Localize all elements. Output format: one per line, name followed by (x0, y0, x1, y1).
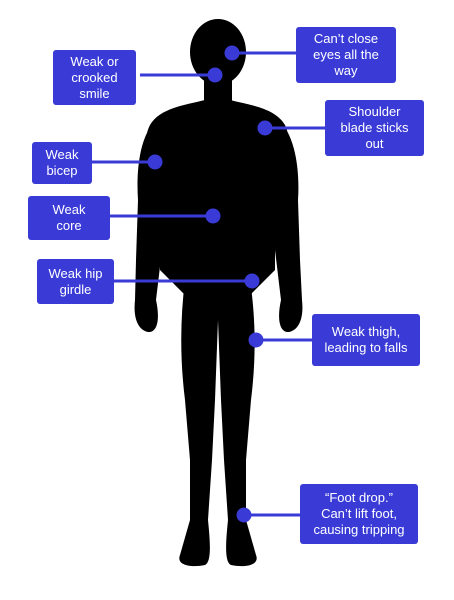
core-dot (205, 208, 221, 224)
left-leg-silhouette (179, 280, 220, 567)
hip-label: Weak hip girdle (37, 259, 114, 304)
right-leg-silhouette (216, 280, 257, 567)
smile-label: Weak or crooked smile (53, 50, 136, 105)
head-silhouette (190, 19, 246, 85)
hip-dot (244, 273, 260, 289)
foot-label: “Foot drop.” Can’t lift foot, causing tr… (300, 484, 418, 544)
eyes-label: Can’t close eyes all the way (296, 27, 396, 83)
bicep-label: Weak bicep (32, 142, 92, 184)
shoulder-dot (257, 120, 273, 136)
shoulder-label: Shoulder blade sticks out (325, 100, 424, 156)
torso-silhouette (145, 100, 290, 295)
core-label: Weak core (28, 196, 110, 240)
smile-dot (207, 67, 223, 83)
eyes-dot (224, 45, 240, 61)
foot-dot (236, 507, 252, 523)
right-arm-silhouette (268, 125, 303, 333)
bicep-dot (147, 154, 163, 170)
thigh-dot (248, 332, 264, 348)
thigh-label: Weak thigh, leading to falls (312, 314, 420, 366)
